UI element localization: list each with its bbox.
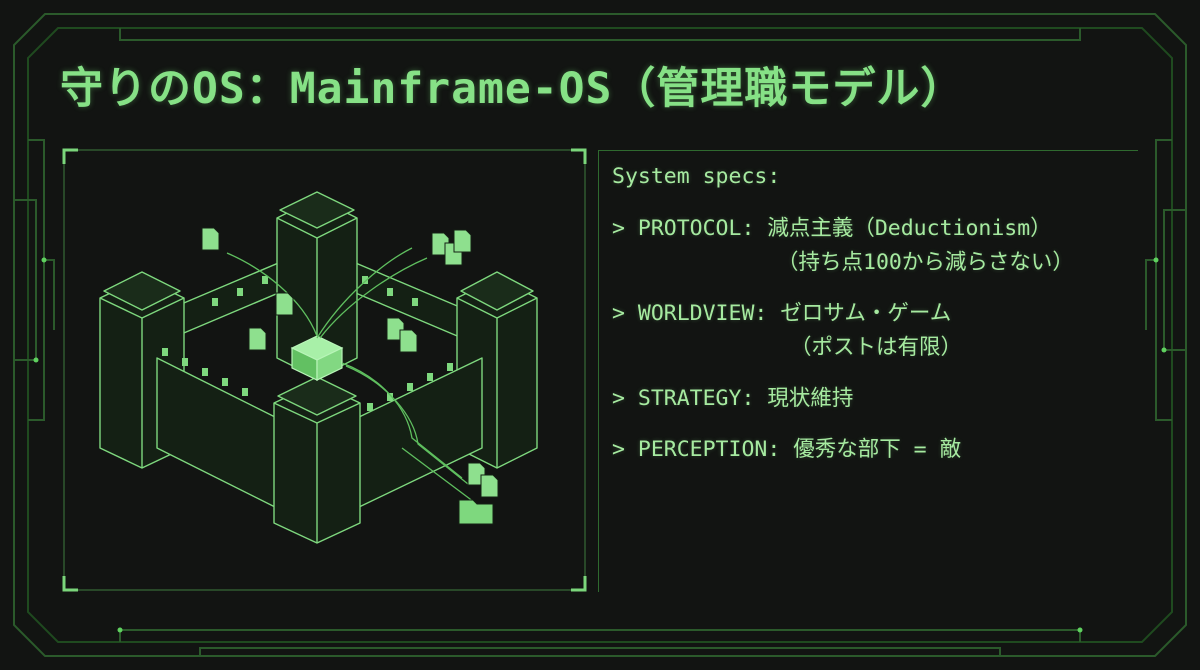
system-specs-panel: System specs: > PROTOCOL: 減点主義（Deduction… (598, 150, 1138, 592)
spec-line: > PERCEPTION: 優秀な部下 = 敵 (612, 433, 1132, 467)
page-title: 守りのOS：Mainframe-OS（管理職モデル） (60, 64, 965, 114)
spec-label: STRATEGY: (637, 386, 755, 411)
spec-item-protocol: > PROTOCOL: 減点主義（Deductionism） （持ち点100から… (612, 212, 1132, 280)
castle-illustration (62, 148, 587, 592)
spec-value: 現状維持 (767, 386, 854, 411)
spec-prompt: > (612, 301, 638, 326)
panel-border (598, 150, 1138, 592)
spec-item-worldview: > WORLDVIEW: ゼロサム・ゲーム （ポストは有限） (612, 297, 1132, 365)
spec-prompt: > (612, 386, 638, 411)
spec-label: PROTOCOL: (637, 216, 755, 241)
spec-value: 減点主義（Deductionism） (767, 216, 1052, 241)
spec-line: > WORLDVIEW: ゼロサム・ゲーム (612, 297, 1132, 331)
spec-value: ゼロサム・ゲーム (780, 301, 952, 326)
specs-text: System specs: > PROTOCOL: 減点主義（Deduction… (612, 162, 1132, 484)
spec-label: PERCEPTION: (637, 437, 781, 462)
spec-label: WORLDVIEW: (637, 301, 768, 326)
spec-item-perception: > PERCEPTION: 優秀な部下 = 敵 (612, 433, 1132, 467)
spec-line: > PROTOCOL: 減点主義（Deductionism） (612, 212, 1132, 246)
spec-prompt: > (612, 437, 638, 462)
spec-item-strategy: > STRATEGY: 現状維持 (612, 382, 1132, 416)
specs-heading: System specs: (612, 164, 781, 189)
spec-value: 優秀な部下 = 敵 (793, 437, 962, 462)
spec-sub: （持ち点100から減らさない） (777, 250, 1074, 275)
spec-sub: （ポストは有限） (790, 335, 963, 360)
spec-prompt: > (612, 216, 638, 241)
spec-line: > STRATEGY: 現状維持 (612, 382, 1132, 416)
